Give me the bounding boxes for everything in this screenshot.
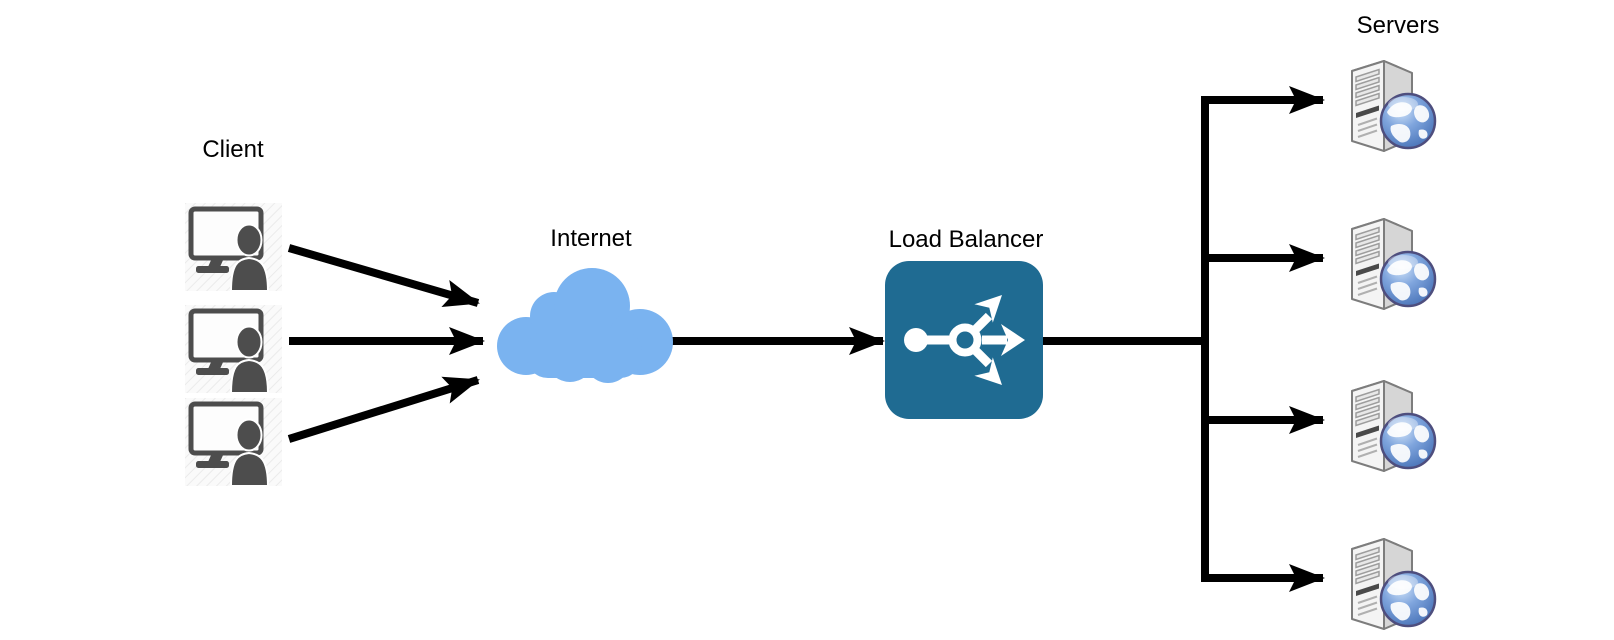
client-node-1 monitor-user-icon xyxy=(185,203,282,291)
server-node-3 tower-server-globe-icon xyxy=(1350,379,1437,473)
arrow-client3-internet xyxy=(287,376,480,443)
arrow-client1-internet xyxy=(287,244,480,307)
client-node-2 monitor-user-icon xyxy=(185,305,282,393)
load-balancer-label: Load Balancer xyxy=(889,226,1044,253)
client-label: Client xyxy=(202,136,264,163)
internet-node cloud-icon xyxy=(497,268,673,383)
load-balancer-box xyxy=(885,261,1043,419)
server-node-2 tower-server-globe-icon xyxy=(1350,217,1437,311)
internet-label: Internet xyxy=(550,225,632,252)
servers-label: Servers xyxy=(1357,12,1440,39)
server-node-4 tower-server-globe-icon xyxy=(1350,537,1437,631)
client-node-3 monitor-user-icon xyxy=(185,398,282,486)
server-node-1 tower-server-globe-icon xyxy=(1350,59,1437,153)
load-balancer-node xyxy=(885,261,1043,419)
branch-arrows-icon xyxy=(904,295,1025,385)
connector-arrows xyxy=(287,86,1325,592)
